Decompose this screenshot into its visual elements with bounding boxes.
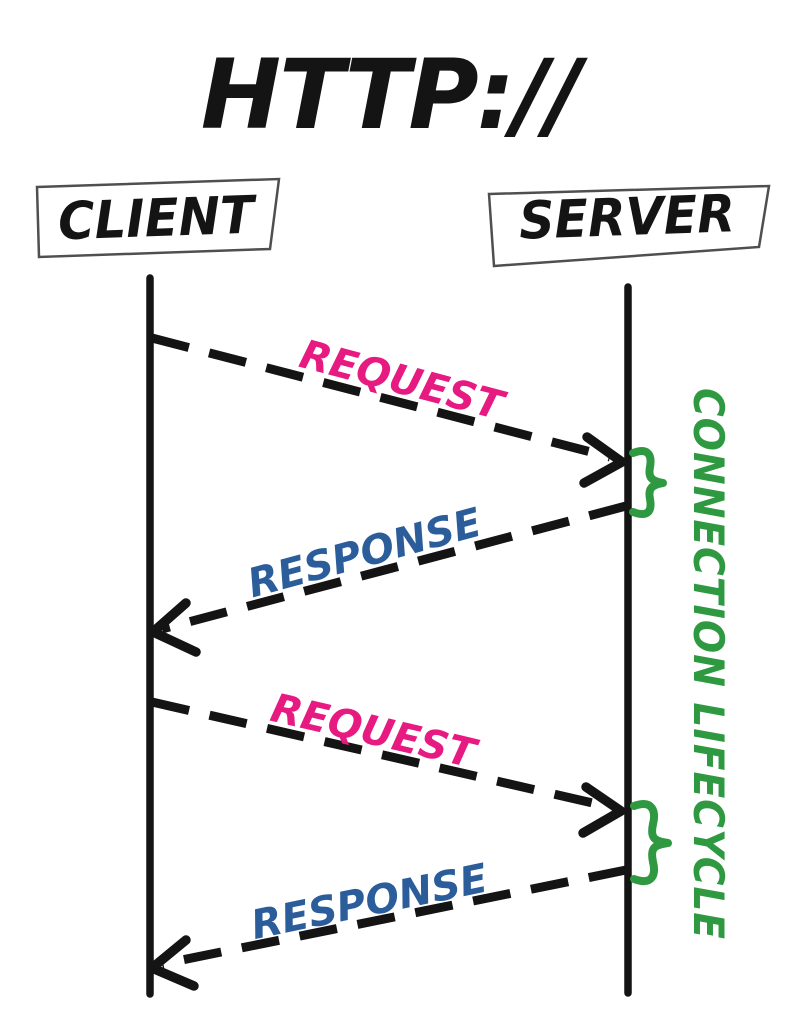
- response-1-label: RESPONSE: [243, 500, 487, 608]
- response-1-arrowhead-icon: [148, 598, 201, 657]
- message-response-2: RESPONSE: [147, 856, 627, 991]
- lifecycle-brace-2-icon: [630, 800, 672, 885]
- message-request-2: REQUEST: [150, 685, 626, 838]
- response-2-dashed-line: [161, 865, 627, 969]
- server-label: SERVER: [518, 184, 736, 252]
- lifecycle-brace-1-icon: [629, 447, 667, 519]
- server-actor: SERVER: [487, 184, 771, 268]
- client-actor: CLIENT: [35, 177, 281, 259]
- response-2-arrowhead-icon: [147, 935, 199, 991]
- request-2-arrowhead-icon: [578, 782, 626, 838]
- request-1-label: REQUEST: [295, 331, 510, 430]
- message-request-1: REQUEST: [150, 331, 627, 488]
- request-1-arrowhead-icon: [579, 432, 627, 488]
- request-2-dashed-line: [150, 697, 612, 812]
- request-2-label: REQUEST: [266, 685, 482, 778]
- diagram-title: HTTP://: [201, 39, 588, 151]
- connection-lifecycle-label: CONNECTION LIFECYCLE: [684, 388, 733, 940]
- server-box: [487, 184, 771, 268]
- message-response-1: RESPONSE: [148, 500, 628, 657]
- response-1-dashed-line: [160, 501, 628, 634]
- request-1-dashed-line: [150, 333, 612, 462]
- client-label: CLIENT: [57, 185, 258, 252]
- client-box: [35, 177, 281, 259]
- response-2-label: RESPONSE: [247, 856, 491, 949]
